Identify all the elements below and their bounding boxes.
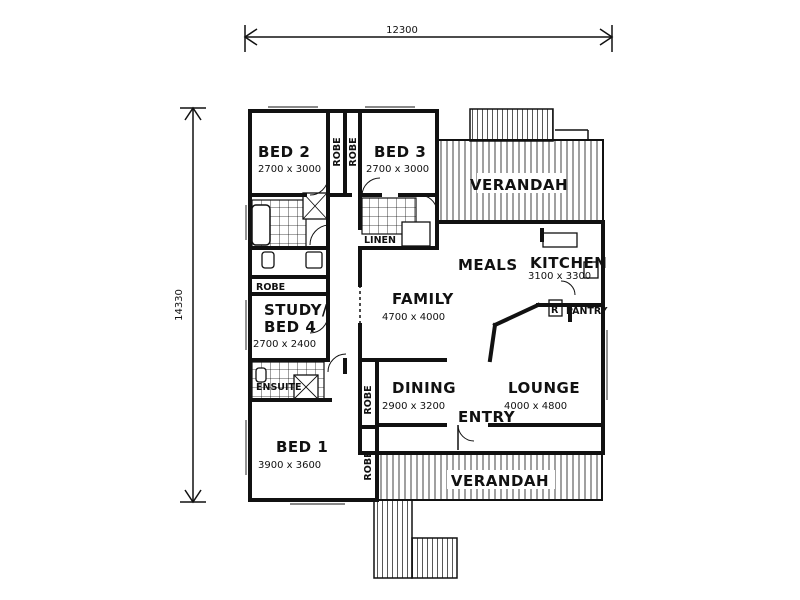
- front-verandah: [376, 452, 603, 501]
- family-label: FAMILY: [392, 290, 454, 308]
- dining-size: 2900 x 3200: [382, 401, 445, 412]
- study-label-line2: BED 4: [264, 318, 316, 336]
- bath2-tiles: [361, 197, 417, 235]
- windows: [245, 106, 608, 505]
- width-dimension-label: 12300: [386, 25, 418, 36]
- meals-label: MEALS: [458, 256, 518, 274]
- width-dimension: [243, 25, 614, 52]
- robe-bed3-label: ROBE: [348, 137, 359, 166]
- robe-study-label: ROBE: [256, 282, 285, 293]
- lounge-size: 4000 x 4800: [504, 401, 567, 412]
- toilet: [261, 251, 275, 269]
- bed1-label: BED 1: [276, 438, 328, 456]
- robe-bed1-b-label: ROBE: [363, 451, 374, 480]
- front-stairs: [373, 499, 458, 579]
- ensuite-toilet: [255, 367, 267, 383]
- bath2-fixture: [401, 221, 431, 247]
- robe-bed2-label: ROBE: [332, 137, 343, 166]
- fridge-label: R: [551, 305, 559, 316]
- entry-label: ENTRY: [458, 408, 516, 426]
- kitchen-label: KITCHEN: [530, 254, 607, 272]
- rear-stairs: [469, 108, 589, 142]
- vanity-basin: [305, 251, 323, 269]
- ensuite-label: ENSUITE: [256, 382, 302, 393]
- bed3-size: 2700 x 3000: [366, 164, 429, 175]
- study-size: 2700 x 2400: [253, 339, 316, 350]
- walls: [248, 109, 605, 502]
- bed1-size: 3900 x 3600: [258, 460, 321, 471]
- study-label-line1: STUDY/: [264, 301, 328, 319]
- kitchen-size: 3100 x 3300: [528, 271, 591, 282]
- front-verandah-label: VERANDAH: [451, 472, 549, 490]
- pantry-label: PANTRY: [566, 306, 608, 317]
- dining-label: DINING: [392, 379, 456, 397]
- lounge-label: LOUNGE: [508, 379, 580, 397]
- depth-dimension: [180, 106, 206, 504]
- bed3-label: BED 3: [374, 143, 426, 161]
- doors: [309, 177, 576, 450]
- kitchen-stove: [583, 261, 599, 279]
- linen-label: LINEN: [364, 235, 396, 246]
- depth-dimension-label: 14330: [174, 289, 185, 321]
- rear-verandah-label: VERANDAH: [470, 176, 568, 194]
- robe-bed1-a-label: ROBE: [363, 385, 374, 414]
- bed2-size: 2700 x 3000: [258, 164, 321, 175]
- kitchen-sink: [542, 232, 578, 248]
- family-size: 4700 x 4000: [382, 312, 445, 323]
- bed2-label: BED 2: [258, 143, 310, 161]
- bathtub: [251, 204, 271, 246]
